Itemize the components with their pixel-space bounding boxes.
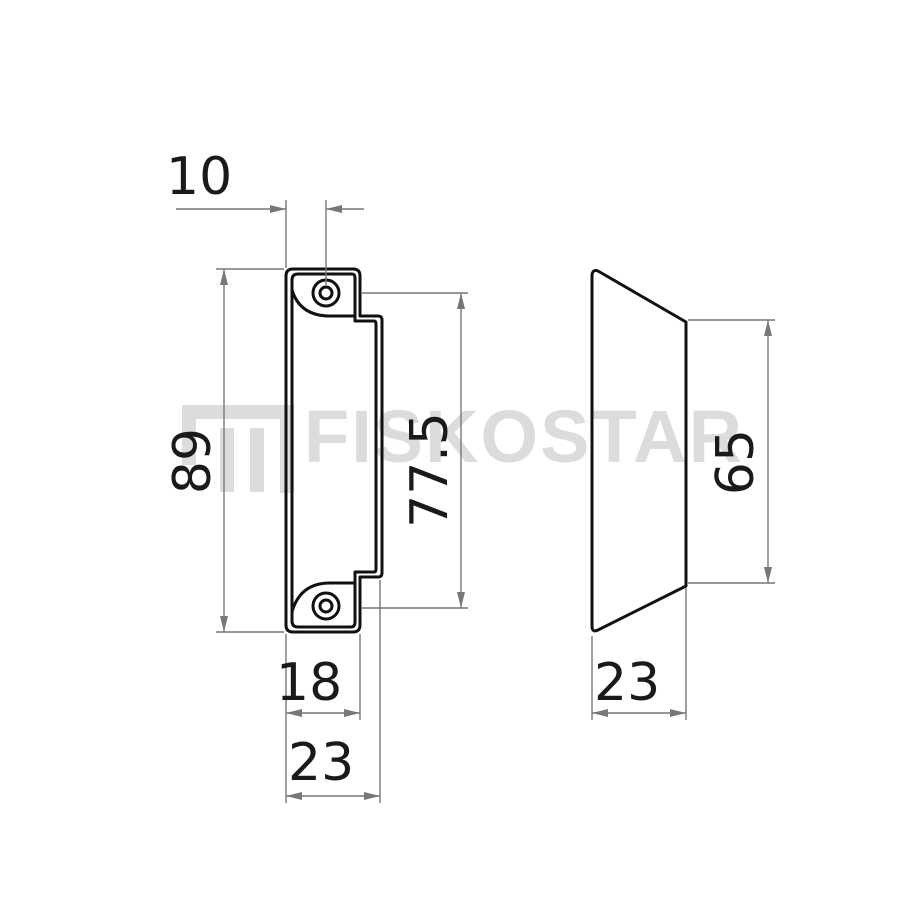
dimension-total-height: 89	[163, 268, 284, 633]
dim-top-width-label: 10	[166, 147, 232, 207]
dim-total-height-label: 89	[163, 428, 223, 494]
dim-inner-height-label: 77.5	[400, 412, 460, 528]
dim-base-width-label: 18	[276, 653, 342, 713]
dimension-base-width: 18	[276, 634, 361, 720]
side-view-outline	[590, 269, 688, 633]
front-view-part	[284, 267, 384, 634]
watermark-text: FISKOSTAR	[304, 395, 744, 478]
dimension-top-width: 10	[166, 147, 364, 285]
watermark: FISKOSTAR	[182, 395, 744, 493]
bottom-screw-hole-icon	[311, 591, 341, 621]
dimension-total-width: 23	[285, 580, 381, 803]
top-ear-curve	[290, 289, 355, 318]
dim-side-height-label: 65	[706, 429, 766, 495]
dim-side-width-label: 23	[594, 653, 660, 713]
top-screw-hole-inner-icon	[318, 285, 334, 301]
bottom-ear-curve	[290, 581, 355, 613]
dimension-side-height: 65	[688, 319, 775, 584]
dim-total-width-label: 23	[288, 733, 354, 793]
bottom-screw-hole-inner-icon	[318, 598, 334, 614]
side-view-part	[590, 269, 688, 633]
front-view-outline	[284, 267, 384, 634]
dimension-side-width: 23	[591, 588, 687, 720]
front-view-inner-edge	[290, 272, 378, 629]
dimension-inner-height: 77.5	[362, 292, 468, 609]
